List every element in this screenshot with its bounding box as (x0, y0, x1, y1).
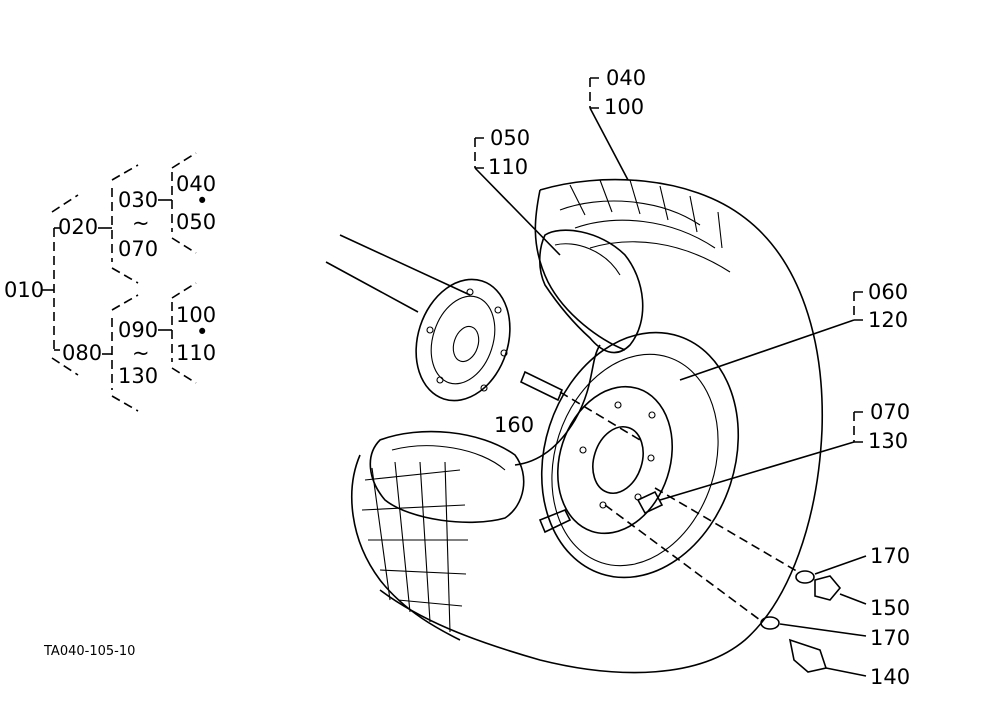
callout-stud: 160 (494, 413, 534, 437)
tire (351, 178, 824, 674)
callout-washer-a: 170 (870, 544, 910, 568)
callout-tire-2: 100 (604, 95, 644, 119)
tree-b-range: ~ (132, 341, 150, 365)
tree-a-x2-label: 050 (176, 210, 216, 234)
callout-nut: 150 (870, 596, 910, 620)
tree-b-bottom-label: 130 (118, 364, 158, 388)
tree-a-dot: • (196, 189, 208, 213)
callout-labels: 040 100 050 110 060 120 070 130 160 170 … (488, 66, 910, 689)
tree-assy-a-label: 020 (58, 215, 98, 239)
callout-rim-1: 060 (868, 280, 908, 304)
rim (540, 331, 740, 579)
tree-a-range: ~ (132, 211, 150, 235)
tree-root-label: 010 (4, 278, 44, 302)
axle-hub (325, 234, 511, 402)
tube (369, 229, 644, 534)
tree-a-top-label: 030 (118, 188, 158, 212)
callout-tube-1: 050 (490, 126, 530, 150)
callout-washer-b: 170 (870, 626, 910, 650)
tree-b-top-label: 090 (118, 318, 158, 342)
callout-weight-1: 070 (870, 400, 910, 424)
tree-assy-b-label: 080 (62, 341, 102, 365)
callout-leaders (474, 77, 867, 677)
callout-weight-2: 130 (868, 429, 908, 453)
tree-b-dot: • (196, 320, 208, 344)
callout-bolt: 140 (870, 665, 910, 689)
parts-tree: 010 020 030 ~ 070 040 • 050 080 090 ~ 13… (4, 152, 216, 412)
tree-b-x2-label: 110 (176, 341, 216, 365)
tree-a-bottom-label: 070 (118, 237, 158, 261)
tree-b-x1-label: 100 (176, 303, 216, 327)
hardware (519, 370, 842, 673)
figure-code: TA040-105-10 (43, 644, 135, 659)
callout-tire-1: 040 (606, 66, 646, 90)
callout-rim-2: 120 (868, 308, 908, 332)
tree-a-x1-label: 040 (176, 172, 216, 196)
callout-tube-2: 110 (488, 155, 528, 179)
